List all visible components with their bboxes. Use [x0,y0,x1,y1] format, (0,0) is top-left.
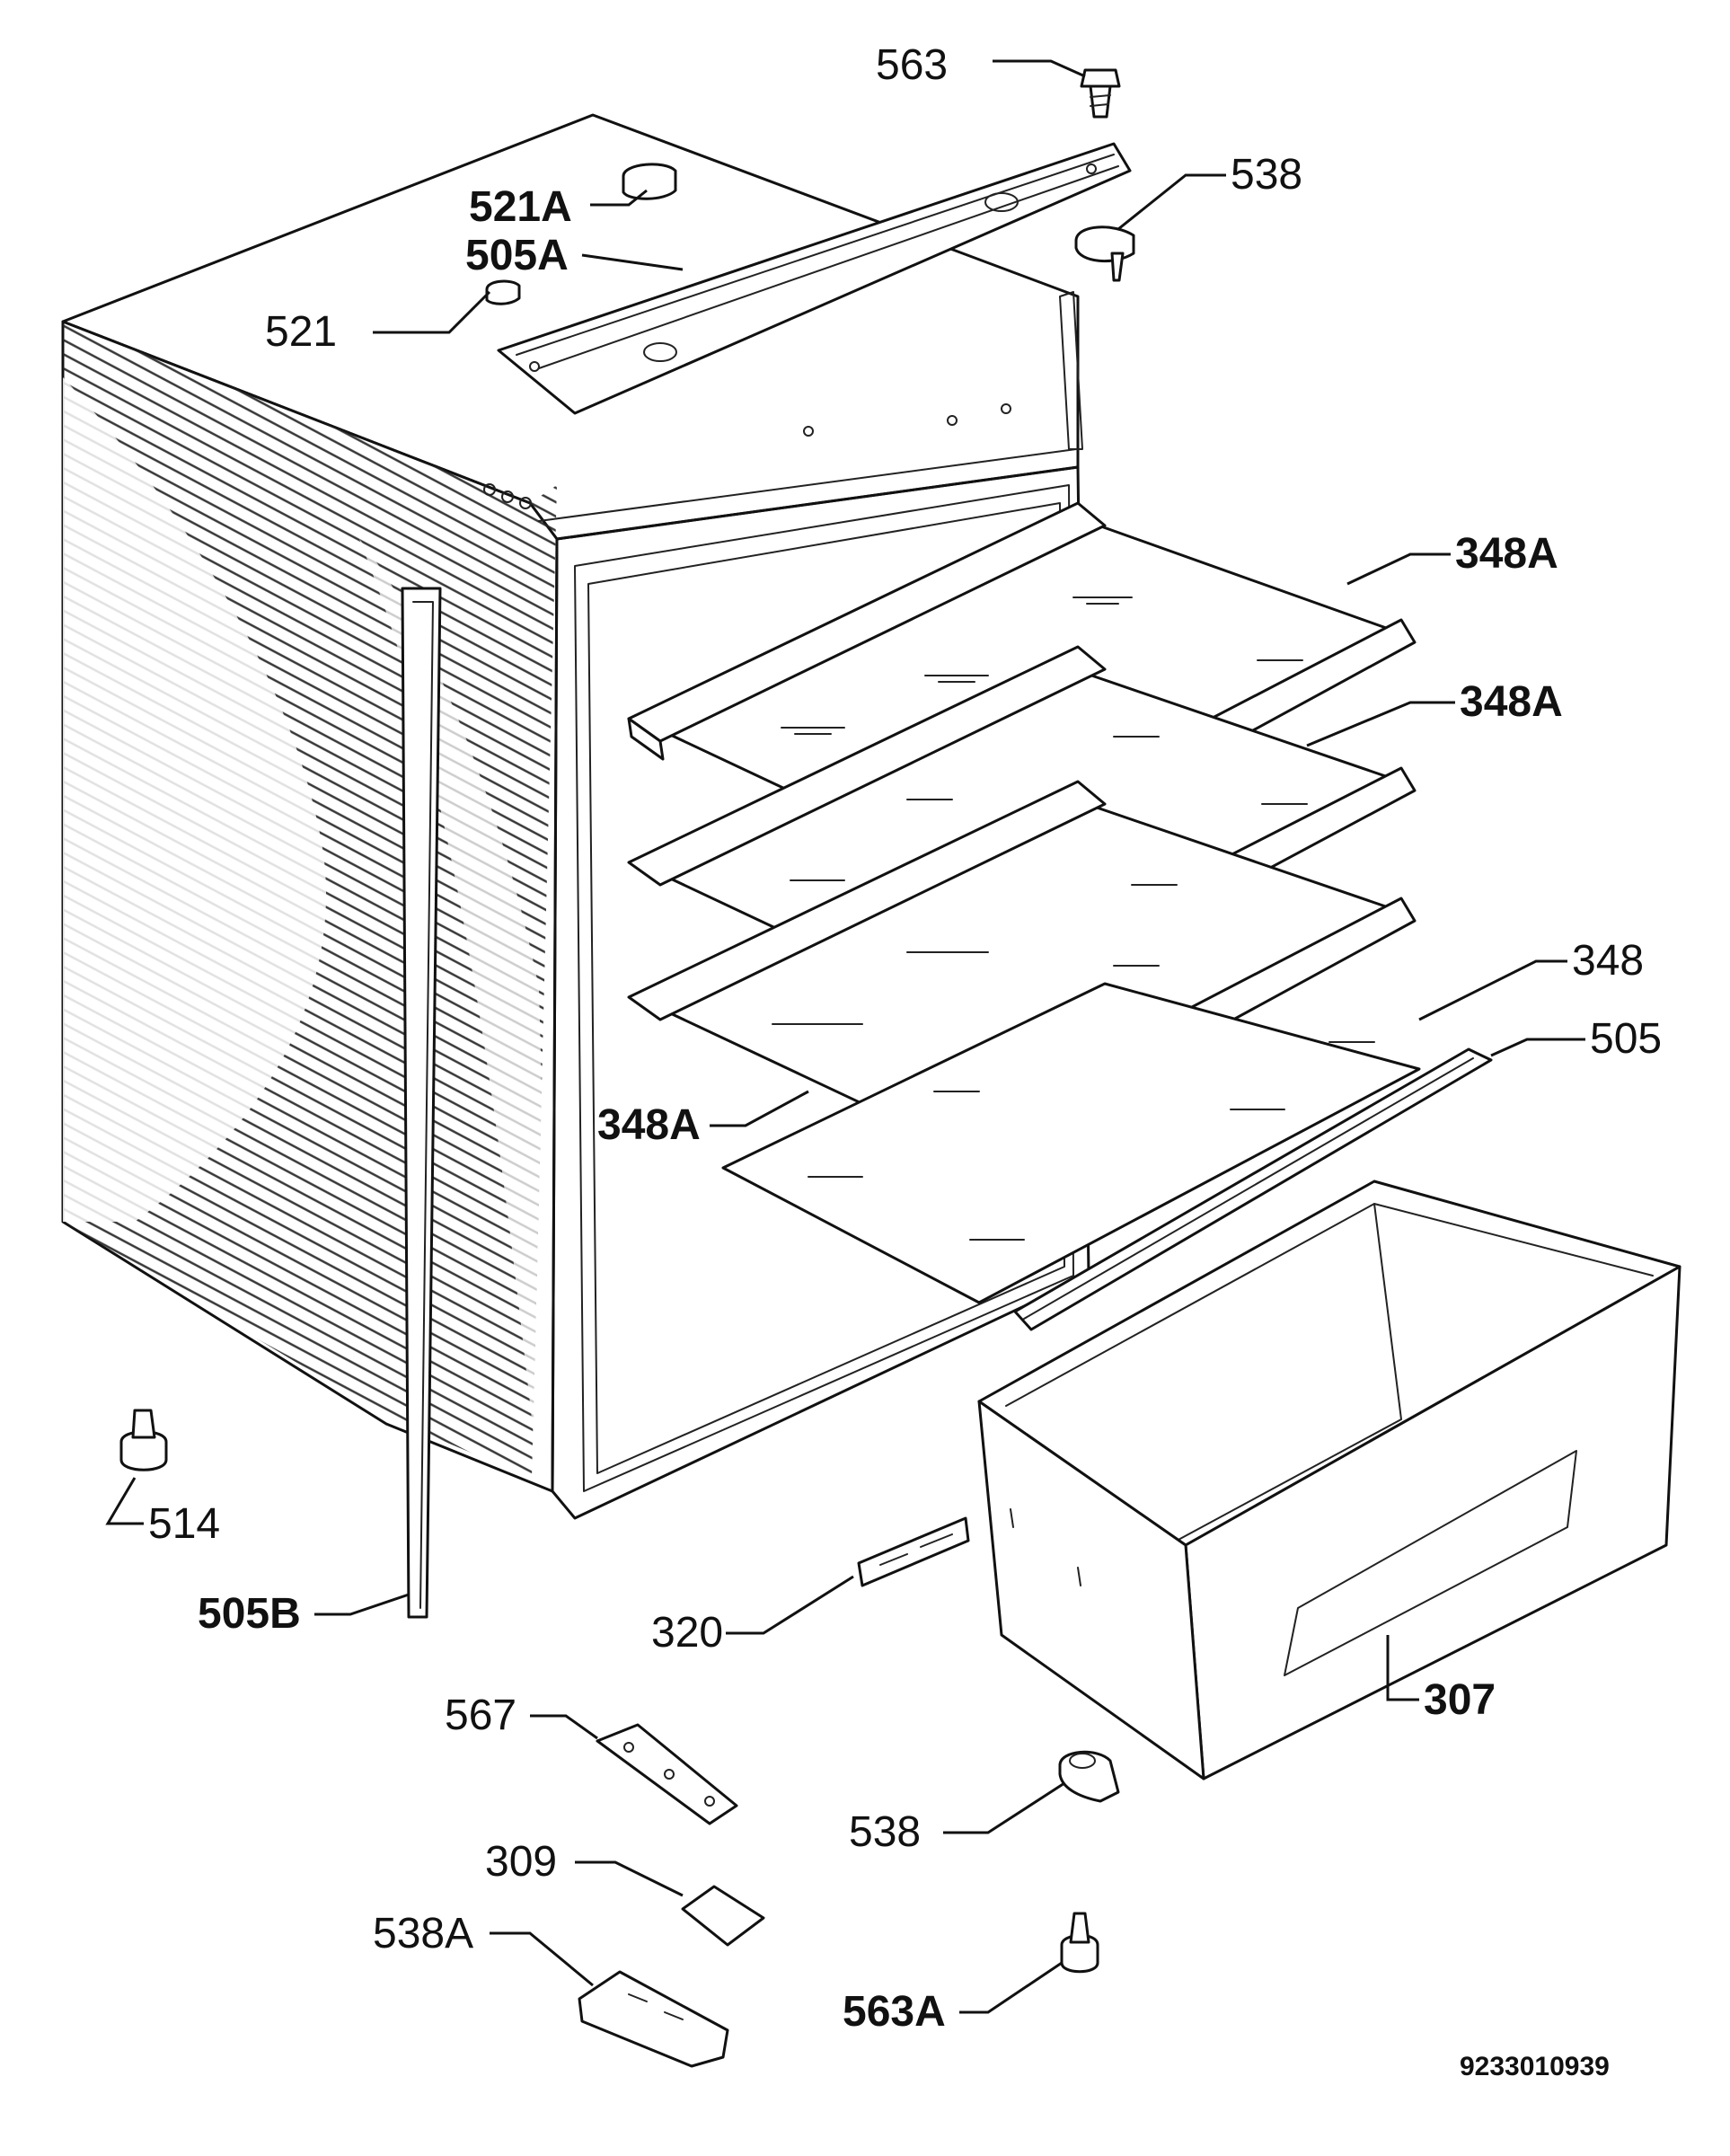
screw-563 [1080,68,1121,119]
label-567: 567 [445,1692,516,1739]
label-348: 348 [1572,937,1644,985]
foot-563A [1060,1912,1099,1974]
glass-shelf-348 [721,982,1421,1304]
seal-strip-505B [401,587,442,1619]
hinge-bracket-538A [578,1970,729,2068]
label-563A: 563A [843,1988,946,2036]
label-538-bottom: 538 [849,1808,921,1856]
hinge-pin-538-top [1074,225,1135,282]
diagram-code: 9233010939 [1460,2052,1610,2081]
hinge-plate-567 [596,1723,738,1825]
crisper-drawer-307 [977,1180,1681,1780]
cap-521 [485,279,521,305]
label-348A-1: 348A [1455,530,1558,578]
top-rail-505A [497,142,1132,415]
label-538-top: 538 [1231,151,1302,199]
label-320: 320 [651,1609,723,1657]
label-309: 309 [485,1838,557,1886]
glass-reflection-marks [772,596,1375,1241]
label-505B: 505B [198,1590,301,1638]
cap-521A [622,163,677,200]
label-307: 307 [1424,1676,1496,1724]
control-slider-320 [857,1516,970,1587]
label-348A-3: 348A [597,1101,701,1149]
foot-514 [119,1409,168,1471]
label-521A: 521A [469,183,572,231]
hinge-pin-538-bottom [1058,1750,1120,1803]
label-538A: 538A [373,1910,473,1957]
label-505: 505 [1590,1015,1662,1063]
trim-strip-505 [1013,1047,1493,1331]
label-348A-2: 348A [1460,678,1563,726]
label-505A: 505A [465,232,569,279]
cover-309 [681,1885,765,1947]
leader-lines [105,59,1585,2014]
part-labels: 563 538 521A 505A 521 348A 348A 348 505 … [148,41,1662,2081]
label-521: 521 [265,308,337,356]
label-563: 563 [876,41,948,89]
label-514: 514 [148,1500,220,1548]
